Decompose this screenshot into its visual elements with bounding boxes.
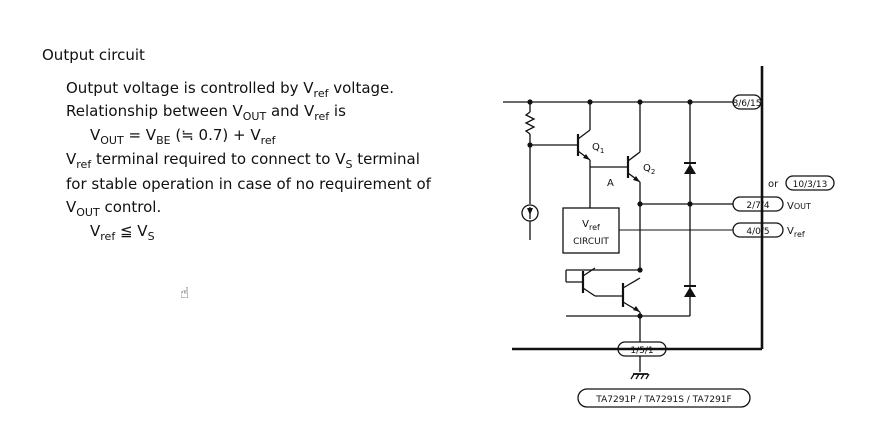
junction-diode-top [687, 99, 693, 105]
q2-label-sub: 2 [651, 168, 655, 176]
text-line-2: Relationship between VOUT and Vref is [66, 101, 346, 123]
diode-upper-triangle [684, 164, 696, 174]
q2-emitter-arrow [633, 176, 640, 182]
text-line-4-post: terminal [352, 150, 420, 168]
text-line-3-formula: VOUT = VBE (≒ 0.7) + Vref [90, 125, 276, 147]
junction-q2-top [637, 99, 643, 105]
text-line-6-post: control. [99, 198, 162, 216]
q3-collector [582, 267, 596, 277]
text-line-1: Output voltage is controlled by Vref vol… [66, 78, 394, 100]
pin-vout-capsule [732, 196, 784, 212]
current-source-arrowhead [527, 208, 533, 215]
vref-circuit-title: Vref [582, 219, 600, 232]
ground-hatch-4 [645, 373, 650, 380]
text-line-4-mid: terminal required to connect to V [91, 150, 346, 168]
pin-vout-name: VOUT [787, 201, 811, 212]
inequality-s1: ref [100, 230, 116, 243]
text-line-6: VOUT control. [66, 197, 161, 219]
q4-emitter-arrow [633, 306, 640, 312]
inequality-s2: S [147, 230, 155, 243]
text-line-2-sub2: ref [314, 110, 330, 123]
pin-vref-name-sub: ref [794, 230, 805, 239]
text-line-4-v1: V [66, 150, 77, 168]
node-a-label: A [607, 178, 614, 189]
text-line-6-v1: V [66, 198, 77, 216]
pin-vs-alt-capsule [785, 175, 835, 191]
ground-hatch-1 [630, 373, 635, 380]
q1-emitter-arrow [583, 154, 590, 160]
pin-vref-name-v: V [787, 226, 794, 237]
hand-cursor-icon: ☝ [180, 284, 190, 302]
q3-emitter [582, 287, 596, 297]
ground-hatch-3 [640, 373, 645, 380]
resistor [524, 111, 536, 135]
junction-r-top [527, 99, 533, 105]
part-numbers-label: TA7291P / TA7291S / TA7291F [595, 395, 731, 405]
formula-mid: (≒ 0.7) + V [170, 126, 261, 144]
text-line-1-sub: ref [313, 87, 329, 100]
junction-lower [637, 267, 643, 273]
section-title: Output circuit [42, 46, 145, 64]
text-line-5: for stable operation in case of no requi… [66, 175, 431, 193]
text-line-2-pre: Relationship between V [66, 102, 243, 120]
text-line-4-s2: S [345, 158, 353, 171]
q1-label-sub: 1 [600, 147, 604, 155]
text-line-1-pre: Output voltage is controlled by V [66, 79, 314, 97]
pin-vout-name-sub: OUT [794, 202, 811, 211]
vref-circuit-v: V [582, 219, 589, 230]
q1-collector [577, 129, 591, 140]
text-line-6-s1: OUT [76, 206, 100, 219]
diode-lower-triangle [684, 287, 696, 297]
formula-s3: ref [260, 134, 276, 147]
junction-vout-q2 [637, 201, 643, 207]
text-line-1-post: voltage. [328, 79, 395, 97]
inequality-v1: V [90, 222, 101, 240]
pin-vref-capsule [732, 222, 784, 238]
junction-q1-top [587, 99, 593, 105]
pin-vref-label: 4/0/5 [746, 227, 769, 237]
vref-circuit-label: CIRCUIT [573, 237, 609, 247]
q1-label: Q1 [592, 142, 604, 155]
vref-circuit-box [562, 207, 620, 254]
q4-collector [622, 277, 641, 289]
pin-or-label: or [768, 179, 779, 190]
diode-upper-bar [684, 162, 696, 164]
pin-vs-capsule [732, 94, 762, 110]
pin-gnd-label: 1/5/1 [630, 346, 653, 356]
junction-vout-diode [687, 201, 693, 207]
text-line-2-mid: and V [266, 102, 315, 120]
pin-vout-label: 2/7/4 [746, 201, 770, 211]
junction-q1-base [527, 142, 533, 148]
q1-label-q: Q [592, 142, 600, 153]
q2-collector [627, 151, 641, 162]
q2-label-q: Q [643, 163, 651, 174]
ground-hatch-2 [635, 373, 640, 380]
text-line-7-inequality: Vref ≦ VS [90, 221, 155, 243]
text-line-2-post: is [329, 102, 346, 120]
pin-gnd-capsule [617, 341, 667, 357]
formula-v1: V [90, 126, 101, 144]
vref-circuit-sub: ref [589, 223, 600, 232]
pin-vs-label: 8/6/15 [733, 99, 762, 109]
pin-vref-name: Vref [787, 226, 805, 239]
formula-s1: OUT [100, 134, 124, 147]
text-line-4-s1: ref [76, 158, 92, 171]
text-line-4: Vref terminal required to connect to VS … [66, 149, 420, 171]
pin-vs-alt-label: 10/3/13 [793, 180, 828, 190]
formula-s2: BE [156, 134, 171, 147]
junction-ground [637, 313, 643, 319]
inequality-mid: ≦ V [115, 222, 148, 240]
part-number-capsule [577, 388, 751, 408]
q2-label: Q2 [643, 163, 655, 176]
diode-lower-bar [684, 285, 696, 287]
formula-eq: = V [123, 126, 157, 144]
text-line-2-sub1: OUT [242, 110, 267, 123]
pin-vout-name-v: V [787, 201, 794, 212]
